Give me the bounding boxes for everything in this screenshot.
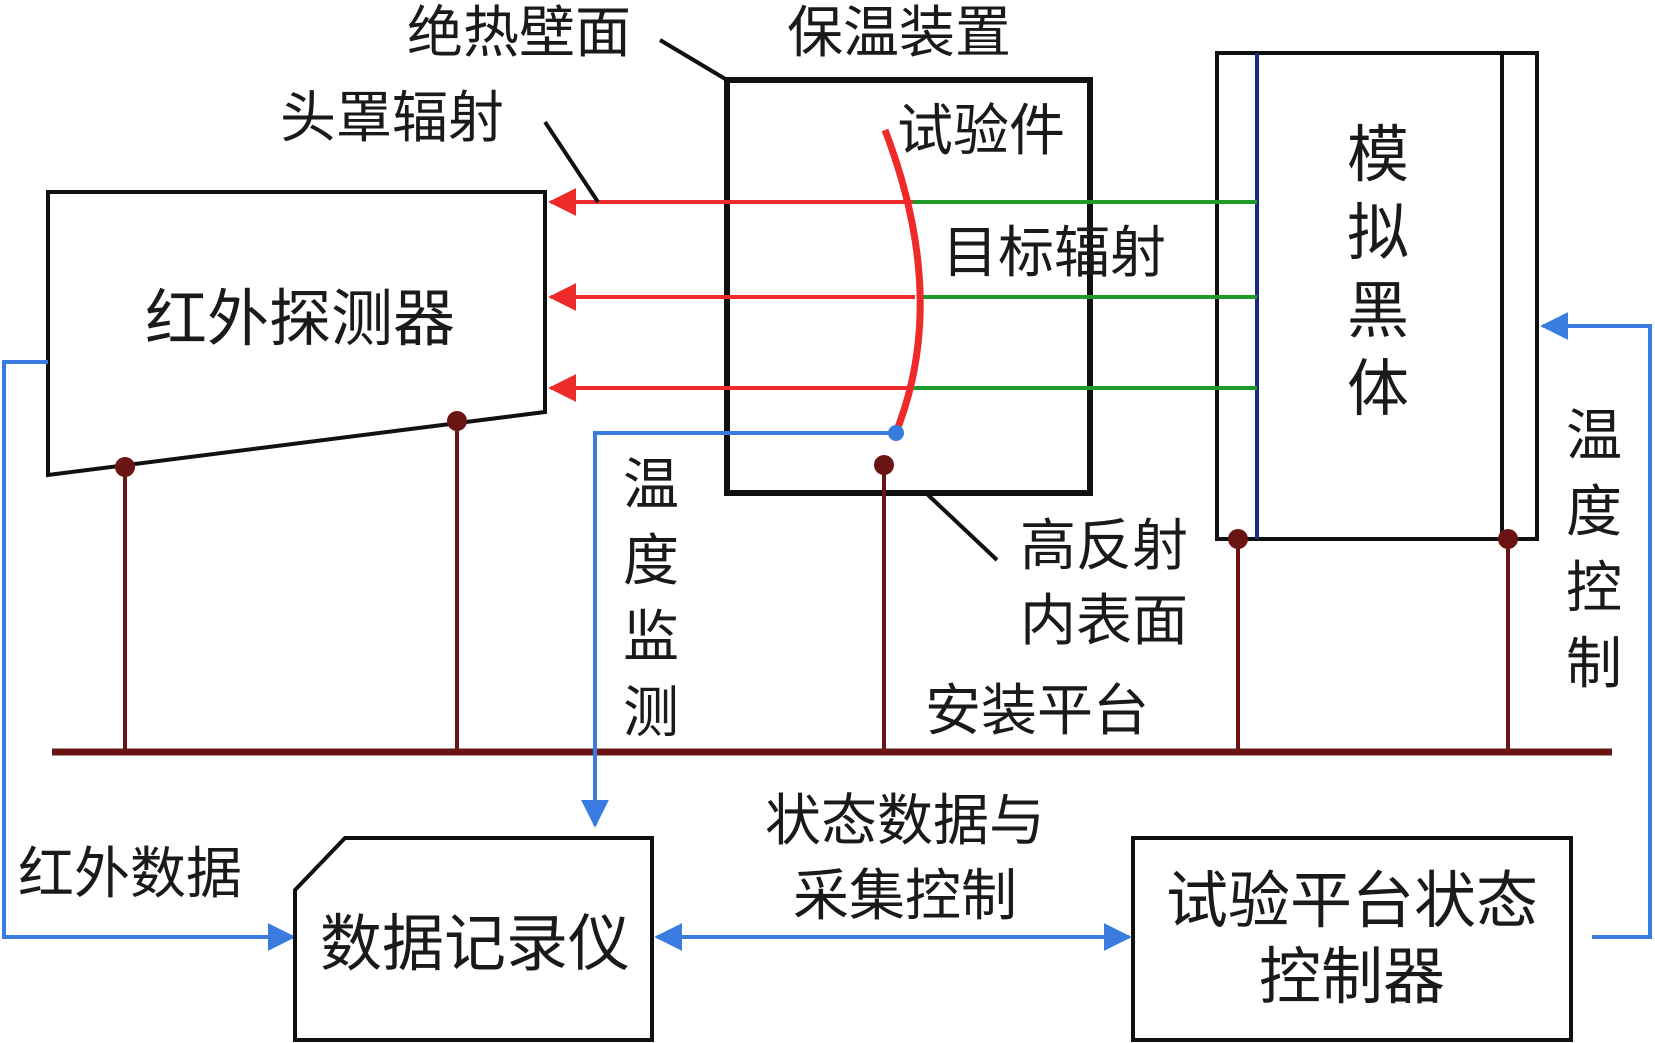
insulated-wall-leader — [658, 38, 729, 82]
state-data-label-line1: 状态数据与 — [765, 789, 1045, 854]
high-reflect-leader — [924, 491, 999, 562]
temp-monitoring-char-4: 测 — [623, 681, 679, 746]
data-recorder-box — [293, 836, 654, 1042]
detector-support-left-joint — [115, 457, 135, 477]
insulation-device-box — [724, 77, 1093, 496]
temp-control-char-1: 温 — [1566, 404, 1622, 469]
temp-monitoring-signal-line — [581, 431, 896, 828]
temp-sensor-point — [888, 425, 904, 441]
temp-control-char-2: 度 — [1566, 480, 1622, 545]
controller-label-line1: 试验平台状态 — [1166, 864, 1538, 937]
ir-data-label: 红外数据 — [18, 842, 242, 907]
mount-platform-label: 安装平台 — [925, 679, 1149, 744]
high-reflect-label-line2: 内表面 — [1020, 589, 1188, 654]
temp-control-signal-line — [1540, 312, 1652, 939]
test-piece-support-joint — [874, 455, 894, 475]
data-recorder-label: 数据记录仪 — [320, 907, 630, 980]
blackbody-label-char-2: 拟 — [1347, 196, 1409, 269]
temp-monitoring-char-2: 度 — [623, 529, 679, 594]
ir-data-signal-line — [2, 360, 296, 951]
detector-support-right-joint — [447, 411, 467, 431]
controller-label-line2: 控制器 — [1259, 940, 1445, 1013]
ir-detector-label: 红外探测器 — [145, 282, 455, 355]
temp-monitoring-char-3: 监 — [623, 605, 679, 670]
hood-radiation-leader — [543, 120, 600, 204]
blackbody-label-char-3: 黑 — [1347, 274, 1409, 347]
hood-radiation-label: 头罩辐射 — [280, 86, 504, 151]
blackbody-outer — [1215, 51, 1539, 541]
test-piece-label: 试验件 — [897, 99, 1065, 164]
blackbody-label-char-4: 体 — [1347, 352, 1409, 425]
blackbody-label-char-1: 模 — [1347, 118, 1409, 191]
blackbody-support-left-joint — [1228, 529, 1248, 549]
test-piece-curve — [881, 128, 924, 437]
controller-box — [1131, 836, 1573, 1042]
target-radiation-label: 目标辐射 — [942, 221, 1166, 286]
temp-control-char-4: 制 — [1566, 632, 1622, 697]
temp-monitoring-char-1: 温 — [623, 453, 679, 518]
ir-detector-box — [46, 190, 547, 478]
blackbody-support-right-joint — [1498, 529, 1518, 549]
state-data-label-line2: 采集控制 — [793, 864, 1017, 929]
temp-control-char-3: 控 — [1566, 556, 1622, 621]
high-reflect-label-line1: 高反射 — [1020, 514, 1188, 579]
insulated-wall-label: 绝热壁面 — [407, 1, 631, 66]
insulation-device-label: 保温装置 — [787, 1, 1011, 66]
